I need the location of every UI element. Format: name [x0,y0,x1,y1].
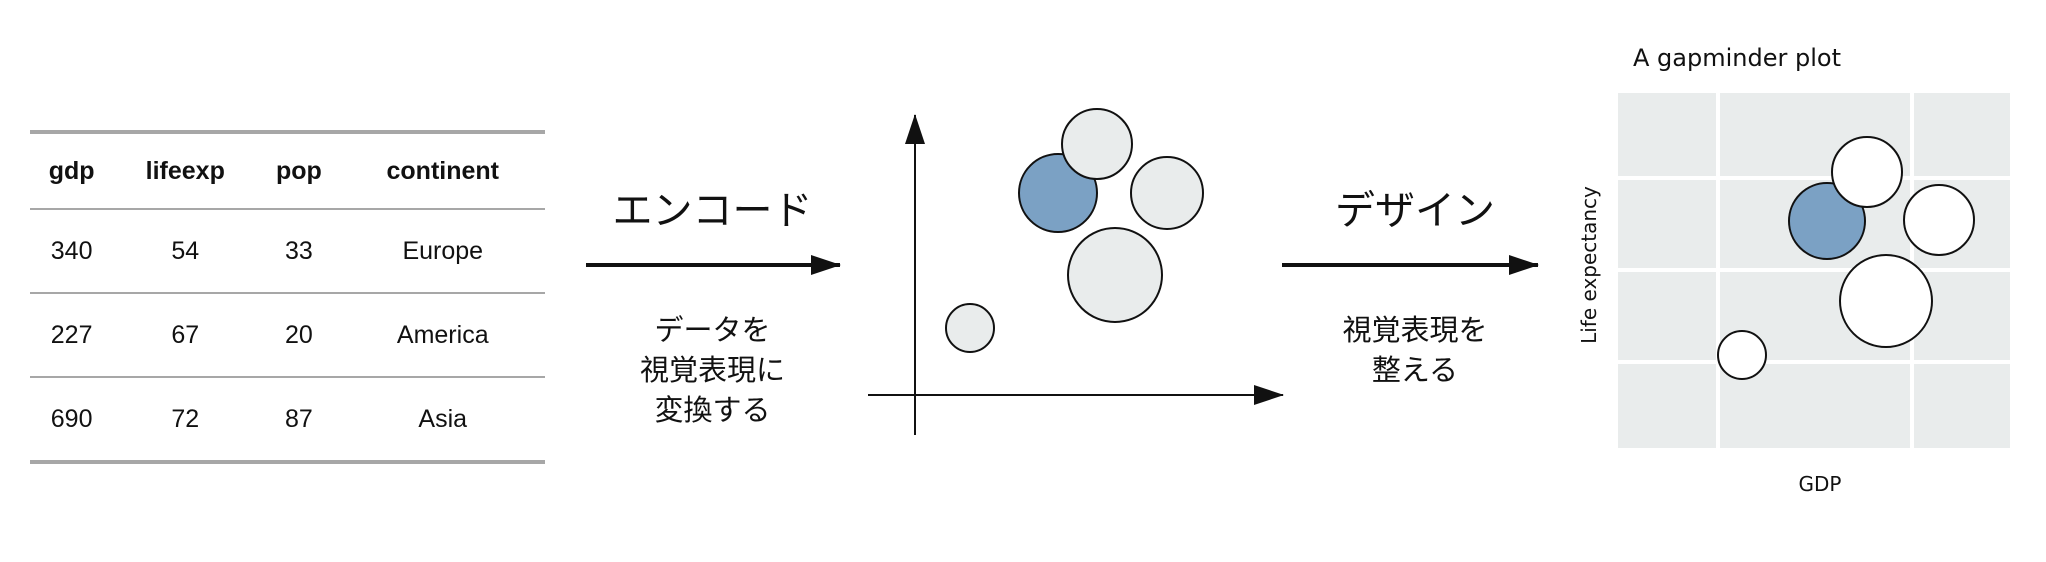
gap-bubble [1839,254,1933,348]
table-header: gdp [30,132,114,210]
table-cell: 33 [257,209,341,294]
table-cell: Asia [418,404,468,433]
raw-bubble [945,303,995,353]
gap-bubble-highlight [1788,182,1866,260]
gapminder-y-label: Life expectancy [1577,186,1601,344]
table-cell: 20 [257,293,341,378]
design-step-description: 視覚表現を 整える [1342,313,1488,387]
gapminder-grid [1618,93,2010,448]
table-row: 340 54 33 Europe [30,209,545,294]
table-cell: 54 [113,209,258,294]
raw-plot [868,108,1284,435]
encode-step-title: エンコード [612,188,813,234]
table-cell: 227 [30,293,114,378]
gapminder-x-label: GDP [1798,472,1842,496]
raw-bubble [1130,156,1204,230]
table-cell: 690 [50,404,93,433]
gap-bubble [1717,330,1767,380]
raw-bubble [1061,108,1133,180]
gapminder-title: A gapminder plot [1633,44,1841,72]
table-header-row: gdp lifeexp pop continent [30,132,545,210]
table-header: continent [340,132,545,210]
table-cell: Europe [340,209,545,294]
table-header: pop [257,132,341,210]
table-cell: 340 [30,209,114,294]
table-cell: 67 [113,293,258,378]
table-row: 227 67 20 America [30,293,545,378]
gap-bubble [1831,136,1903,208]
table-header: lifeexp [113,132,258,210]
table-cell: America [340,293,545,378]
design-step-title: デザイン [1335,188,1495,234]
table-cell: 87 [284,404,313,433]
data-table: gdp lifeexp pop continent 340 54 33 Euro… [30,130,545,464]
encode-step-description: データを 視覚表現に 変換する [639,313,785,427]
gapminder-plot [1618,93,2010,448]
table-cell: 72 [171,404,200,433]
gap-bubble [1903,184,1975,256]
raw-bubble [1067,227,1163,323]
table-row: 690 72 87 Asia [30,377,545,462]
